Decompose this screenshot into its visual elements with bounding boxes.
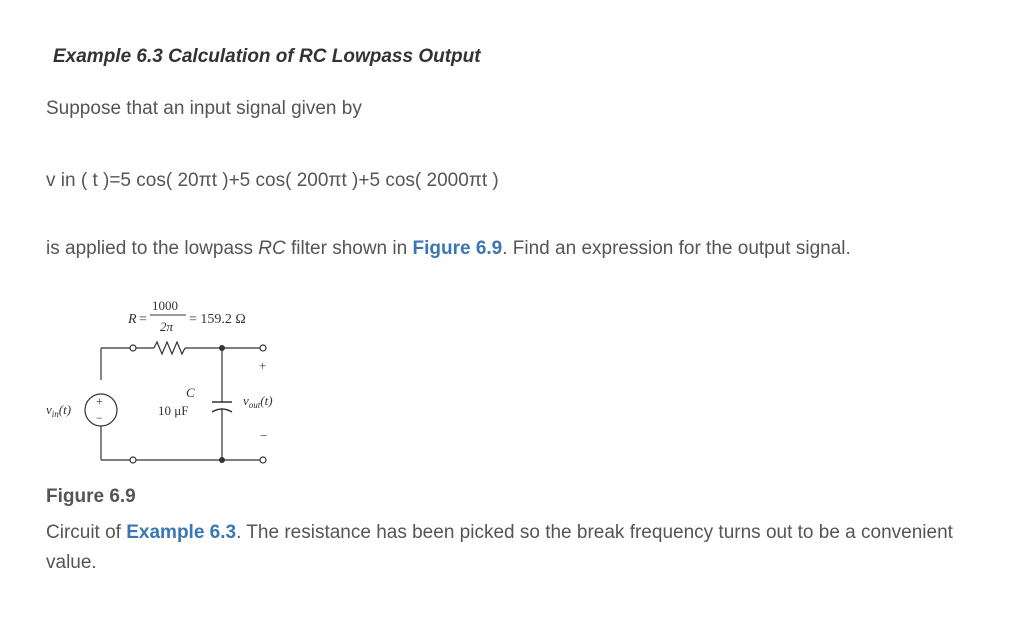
example-title: Example 6.3 Calculation of RC Lowpass Ou… [53, 46, 481, 67]
input-equation: v in ( t )=5 cos( 20πt )+5 cos( 200πt )+… [46, 170, 499, 191]
c-value: 10 μF [158, 403, 188, 418]
source-plus: + [96, 394, 103, 408]
vin-label: vin(t) [46, 402, 71, 419]
caption-suffix: . The resistance has been picked so the … [46, 522, 953, 573]
r-label: R [127, 312, 137, 327]
intro-text: Suppose that an input signal given by [46, 98, 362, 119]
figure-caption: Circuit of Example 6.3. The resistance h… [46, 518, 976, 578]
rc-lowpass-circuit-figure: R = 1000 2π = 159.2 Ω + + − vin(t) C 10 … [46, 298, 273, 464]
output-plus: + [259, 358, 266, 373]
vout-label: vout(t) [243, 393, 273, 410]
figure-title: Figure 6.9 [46, 486, 136, 507]
r-value: = 159.2 Ω [189, 312, 246, 327]
applied-suffix: . Find an expression for the output sign… [502, 238, 851, 259]
caption-prefix: Circuit of [46, 522, 127, 543]
rc-term: RC [258, 238, 286, 259]
applied-sentence: is applied to the lowpass RC filter show… [46, 238, 851, 260]
figure-6-9-link[interactable]: Figure 6.9 [412, 238, 503, 259]
resistor-symbol [153, 340, 186, 356]
svg-text:=: = [139, 312, 147, 327]
r-numerator: 1000 [152, 298, 178, 313]
applied-mid: filter shown in [285, 238, 413, 259]
applied-prefix: is applied to the lowpass [46, 238, 259, 259]
c-label: C [186, 385, 195, 400]
output-minus: − [260, 428, 267, 443]
source-minus: − [96, 411, 103, 425]
example-6-3-link[interactable]: Example 6.3 [126, 522, 237, 543]
r-denominator: 2π [160, 319, 174, 334]
